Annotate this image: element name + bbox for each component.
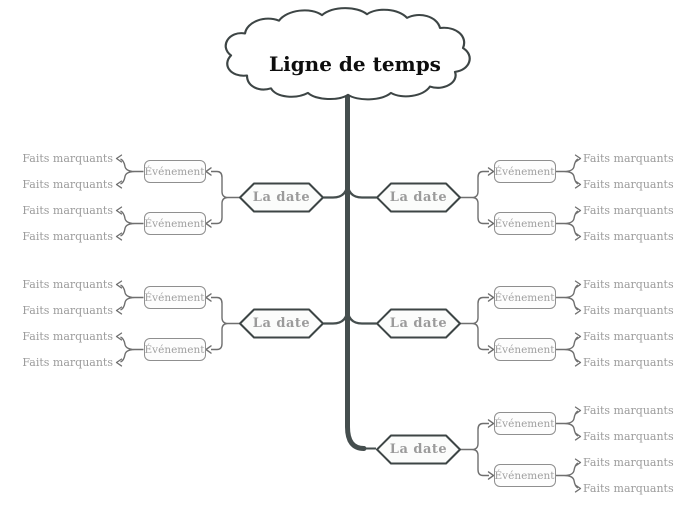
event-fact-connector [555,158,579,185]
date-node-label[interactable]: La date [252,190,311,205]
arrowhead-icon [487,219,495,228]
date-event-connector [460,170,489,225]
arrowhead-icon [574,484,582,493]
event-node[interactable]: Événement [493,464,556,487]
fact-label[interactable]: Faits marquants [22,329,113,343]
arrowhead-icon [574,180,582,189]
arrowhead-icon [205,293,212,302]
date-node-shape[interactable] [376,434,461,465]
date-node-label[interactable]: La date [252,316,311,331]
event-node[interactable]: Événement [493,212,556,235]
arrowhead-icon [574,154,582,163]
event-fact-connector [120,158,144,185]
event-node[interactable]: Événement [143,160,206,183]
arrowhead-icon [574,406,582,415]
fact-label[interactable]: Faits marquants [22,277,113,291]
event-node[interactable]: Événement [143,338,206,361]
arrowhead-icon [205,345,212,354]
fact-label[interactable]: Faits marquants [583,177,674,191]
arrowhead-icon [205,167,212,176]
arrowhead-icon [115,232,123,241]
fact-label[interactable]: Faits marquants [583,355,674,369]
fact-label[interactable]: Faits marquants [583,403,674,417]
root-cloud-shape[interactable] [224,7,471,101]
date-node-shape[interactable] [376,182,461,213]
date-event-connector [211,170,240,225]
event-fact-connector [555,284,579,311]
event-node[interactable]: Événement [493,160,556,183]
date-node-label[interactable]: La date [389,316,448,331]
arrowhead-icon [487,167,495,176]
trunk-branch-curve [346,180,378,199]
event-node[interactable]: Événement [493,286,556,309]
event-fact-connector [555,210,579,237]
arrowhead-icon [574,458,582,467]
event-node[interactable]: Événement [143,212,206,235]
event-fact-connector [120,336,144,363]
fact-label[interactable]: Faits marquants [22,303,113,317]
date-node-label[interactable]: La date [389,442,448,457]
date-node-shape[interactable] [376,308,461,339]
event-node[interactable]: Événement [143,286,206,309]
fact-label[interactable]: Faits marquants [583,329,674,343]
trunk-branch-curve [322,306,349,325]
arrowhead-icon [574,206,582,215]
arrowhead-icon [115,358,123,367]
event-fact-connector [555,410,579,437]
fact-label[interactable]: Faits marquants [22,355,113,369]
event-fact-connector [555,336,579,363]
event-node[interactable]: Événement [493,412,556,435]
arrowhead-icon [115,332,123,341]
date-event-connector [460,422,489,477]
fact-label[interactable]: Faits marquants [22,151,113,165]
arrowhead-icon [115,280,123,289]
event-node[interactable]: Événement [493,338,556,361]
fact-label[interactable]: Faits marquants [583,229,674,243]
fact-label[interactable]: Faits marquants [583,455,674,469]
root-node-label[interactable]: Ligne de temps [269,52,441,76]
fact-label[interactable]: Faits marquants [583,429,674,443]
arrowhead-icon [115,306,123,315]
arrowhead-icon [487,471,495,480]
trunk-branch-curve [322,180,349,199]
event-fact-connector [120,284,144,311]
date-node-shape[interactable] [239,308,324,339]
fact-label[interactable]: Faits marquants [583,203,674,217]
node-shapes [239,182,461,465]
arrowhead-icon [574,358,582,367]
arrowhead-icon [574,280,582,289]
arrowhead-icon [115,180,123,189]
arrowhead-icon [115,154,123,163]
event-fact-connector [120,210,144,237]
arrowhead-icon [574,332,582,341]
fact-label[interactable]: Faits marquants [22,177,113,191]
arrowhead-icon [115,206,123,215]
connector-lines [115,154,582,493]
arrowhead-icon [487,293,495,302]
arrowhead-icon [574,306,582,315]
trunk-branch-curve [346,306,378,325]
fact-label[interactable]: Faits marquants [22,229,113,243]
date-event-connector [460,296,489,351]
arrowhead-icon [574,232,582,241]
arrowhead-icon [205,219,212,228]
date-node-label[interactable]: La date [389,190,448,205]
arrowhead-icon [487,419,495,428]
fact-label[interactable]: Faits marquants [583,277,674,291]
event-fact-connector [555,462,579,489]
fact-label[interactable]: Faits marquants [583,481,674,495]
fact-label[interactable]: Faits marquants [22,203,113,217]
date-event-connector [211,296,240,351]
arrowhead-icon [574,432,582,441]
date-node-shape[interactable] [239,182,324,213]
timeline-trunk [345,91,367,451]
fact-label[interactable]: Faits marquants [583,303,674,317]
fact-label[interactable]: Faits marquants [583,151,674,165]
arrowhead-icon [487,345,495,354]
